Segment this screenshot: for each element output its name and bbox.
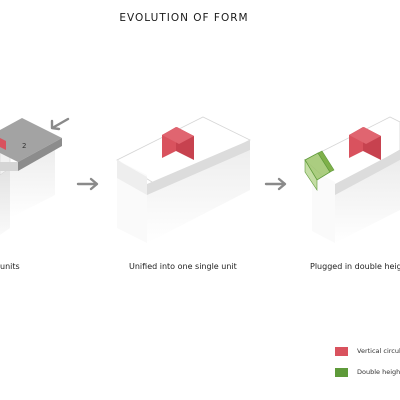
double-height-volume-base xyxy=(304,158,318,191)
stage-2-caption: Unified into one single unit xyxy=(129,262,237,271)
unit-2-top xyxy=(0,118,62,162)
legend-label-double-height: Double heigh xyxy=(357,368,400,376)
stage-3-caption: Plugged in double height xyxy=(310,262,400,271)
legend-swatch-vertical-circulation xyxy=(335,347,348,356)
stage-3-block-front xyxy=(312,170,335,243)
core-top xyxy=(162,127,194,144)
legend-label-vertical-circulation: Vertical circul xyxy=(357,347,400,355)
stage-1-massing: 2 xyxy=(0,117,70,235)
legend-swatch-double-height xyxy=(335,368,348,377)
stage-3-block-edge xyxy=(335,150,400,195)
stage-1-circulation-core xyxy=(0,138,6,150)
stage-1-caption: units xyxy=(0,262,20,271)
stage-2-massing xyxy=(116,116,251,243)
diagram-title: EVOLUTION OF FORM xyxy=(119,12,249,24)
stage-3-massing xyxy=(304,116,400,243)
double-height-volume-side xyxy=(317,150,335,173)
unit-1-edge xyxy=(0,162,18,171)
unit-2-label: 2 xyxy=(22,142,26,150)
unified-block-side xyxy=(147,140,250,243)
stage-3-core-top xyxy=(349,127,381,144)
unit-1-side xyxy=(0,168,10,235)
stage-3-block-side xyxy=(335,160,400,243)
unified-block-edge-left xyxy=(117,160,147,195)
unit-2-edge xyxy=(18,138,62,171)
arrow-right-icon xyxy=(76,177,99,191)
unified-block-edge xyxy=(147,140,250,195)
arrow-right-icon xyxy=(264,177,287,191)
push-arrow-icon xyxy=(50,117,70,131)
